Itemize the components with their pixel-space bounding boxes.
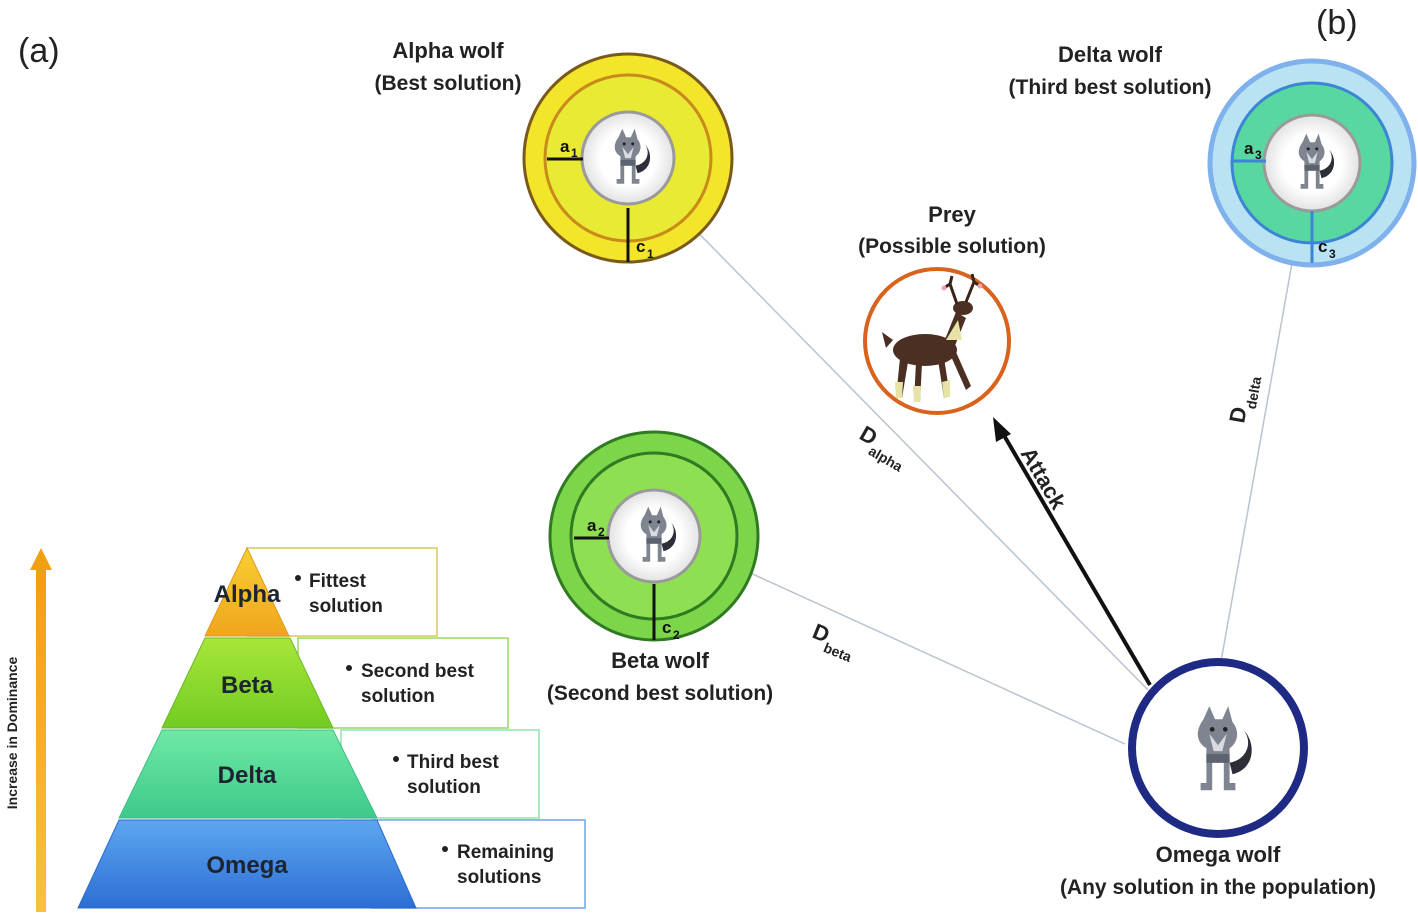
omega-wolf-title: Omega wolf bbox=[1156, 842, 1281, 867]
delta-wolf-title: Delta wolf bbox=[1058, 42, 1163, 67]
alpha-desc-line2: solution bbox=[309, 596, 383, 617]
alpha-desc-line1: Fittest bbox=[309, 571, 367, 592]
omega-wolf-node: Omega wolf (Any solution in the populati… bbox=[1060, 658, 1376, 899]
prey-node: Prey (Possible solution) bbox=[858, 202, 1046, 415]
beta-desc-line1: Second best bbox=[361, 661, 475, 682]
delta-c-sub: 3 bbox=[1329, 247, 1336, 261]
alpha-a-sub: 1 bbox=[571, 146, 578, 160]
beta-wolf-subtitle: (Second best solution) bbox=[547, 682, 773, 705]
alpha-c-sub: 1 bbox=[647, 247, 654, 261]
delta-a-sub: 3 bbox=[1255, 148, 1262, 162]
alpha-bullet bbox=[295, 575, 301, 581]
beta-bullet bbox=[346, 665, 352, 671]
delta-a-label: a bbox=[1244, 139, 1254, 158]
delta-distance-line bbox=[1219, 206, 1303, 668]
delta-c-label: c bbox=[1318, 237, 1327, 256]
beta-a-sub: 2 bbox=[598, 525, 605, 539]
dominance-arrow-head bbox=[30, 548, 52, 570]
d-beta-label: D beta bbox=[809, 618, 854, 665]
delta-level-label: Delta bbox=[218, 762, 277, 789]
d-alpha-label: D alpha bbox=[856, 421, 906, 475]
omega-desc-line2: solutions bbox=[457, 867, 541, 888]
beta-desc-box bbox=[297, 637, 509, 729]
delta-desc-box bbox=[340, 729, 540, 819]
prey-subtitle: (Possible solution) bbox=[858, 235, 1046, 258]
delta-level bbox=[118, 729, 378, 819]
alpha-level-label: Alpha bbox=[214, 581, 281, 608]
delta-desc-line1: Third best bbox=[407, 752, 500, 773]
hierarchy-pyramid: Alpha Beta Delta Omega Fittest solution … bbox=[77, 546, 586, 909]
beta-level-label: Beta bbox=[221, 672, 274, 699]
beta-wolf-node: a 2 c 2 Beta wolf (Second best solution) bbox=[547, 430, 773, 705]
omega-level-label: Omega bbox=[206, 852, 288, 879]
distance-lines bbox=[662, 196, 1303, 745]
alpha-wolf-node: Alpha wolf (Best solution) a 1 c 1 bbox=[375, 38, 734, 264]
d-alpha-sub: alpha bbox=[866, 443, 906, 475]
beta-desc-line2: solution bbox=[361, 686, 435, 707]
panel-a-label: (a) bbox=[18, 32, 60, 70]
omega-wolf-subtitle: (Any solution in the population) bbox=[1060, 876, 1376, 899]
dominance-axis: Increase in Dominance bbox=[4, 548, 52, 912]
alpha-distance-line bbox=[662, 196, 1149, 691]
dominance-arrow-shaft bbox=[36, 568, 46, 912]
attack-arrow-shaft bbox=[1000, 430, 1152, 687]
d-delta-label: D delta bbox=[1224, 375, 1264, 425]
beta-level bbox=[161, 637, 334, 729]
alpha-a-label: a bbox=[560, 137, 570, 156]
delta-wolf-subtitle: (Third best solution) bbox=[1009, 76, 1212, 99]
omega-bullet bbox=[442, 846, 448, 852]
d-delta-main: D bbox=[1224, 405, 1251, 425]
delta-desc-line2: solution bbox=[407, 777, 481, 798]
panel-b-label: (b) bbox=[1316, 4, 1358, 42]
deer-icon bbox=[882, 273, 983, 402]
delta-bullet bbox=[393, 756, 399, 762]
beta-distance-line bbox=[699, 549, 1126, 745]
alpha-c-label: c bbox=[636, 237, 645, 256]
alpha-wolf-subtitle: (Best solution) bbox=[375, 72, 522, 95]
beta-c-sub: 2 bbox=[673, 628, 680, 642]
alpha-wolf-title: Alpha wolf bbox=[392, 38, 504, 63]
beta-wolf-title: Beta wolf bbox=[611, 648, 709, 673]
beta-a-label: a bbox=[587, 516, 597, 535]
prey-title: Prey bbox=[928, 202, 976, 227]
attack-arrow-head bbox=[993, 417, 1011, 442]
omega-level bbox=[77, 819, 417, 909]
d-delta-sub: delta bbox=[1243, 375, 1264, 410]
beta-c-label: c bbox=[662, 618, 671, 637]
alpha-level bbox=[204, 546, 290, 637]
omega-desc-line1: Remaining bbox=[457, 842, 554, 863]
delta-wolf-node: Delta wolf (Third best solution) a 3 c 3 bbox=[1009, 42, 1417, 268]
dominance-axis-label: Increase in Dominance bbox=[4, 657, 20, 810]
d-beta-sub: beta bbox=[821, 639, 854, 665]
attack-arrow: Attack bbox=[993, 417, 1152, 687]
